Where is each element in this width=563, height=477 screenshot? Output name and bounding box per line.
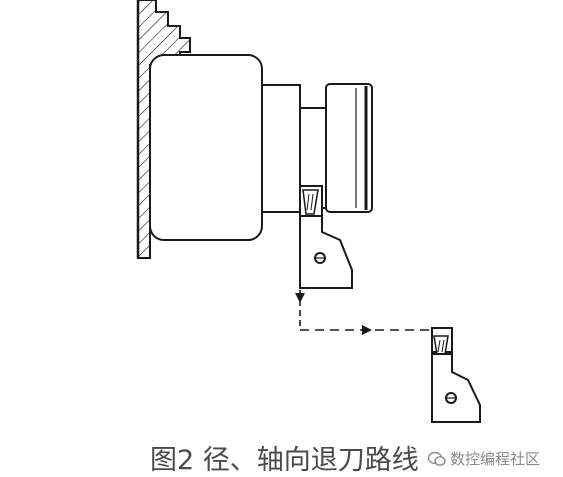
workpiece-end-section: [325, 83, 373, 213]
workpiece-large-section: [149, 54, 263, 241]
arrow-down-icon: [295, 293, 305, 303]
arrow-right-icon: [362, 325, 372, 335]
workpiece-middle-section: [261, 84, 301, 213]
figure-caption: 图2 径、轴向退刀路线: [150, 445, 419, 476]
watermark: 数控编程社区: [428, 448, 540, 469]
retract-path: [295, 270, 432, 335]
grooving-tool-upper: [299, 185, 353, 289]
watermark-text: 数控编程社区: [450, 450, 541, 468]
grooving-tool-retracted: [431, 327, 481, 423]
wechat-icon: [428, 451, 446, 466]
